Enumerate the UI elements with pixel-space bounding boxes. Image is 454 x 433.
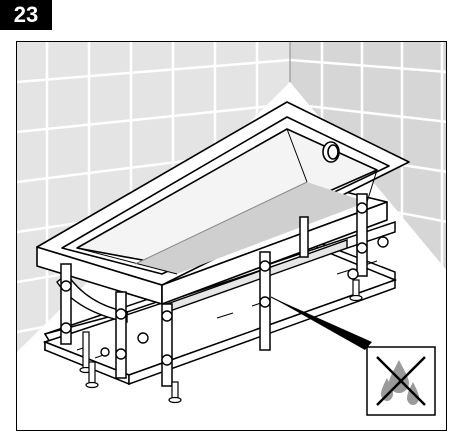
bathtub-illustration (17, 42, 446, 416)
frame-bolts (60, 202, 389, 366)
no-water-icon (366, 346, 436, 416)
illustration-frame (16, 41, 447, 431)
bathtub (36, 101, 410, 305)
step-number-badge: 23 (0, 0, 52, 30)
callout-pointer (270, 296, 372, 350)
adjustable-feet (79, 279, 363, 404)
